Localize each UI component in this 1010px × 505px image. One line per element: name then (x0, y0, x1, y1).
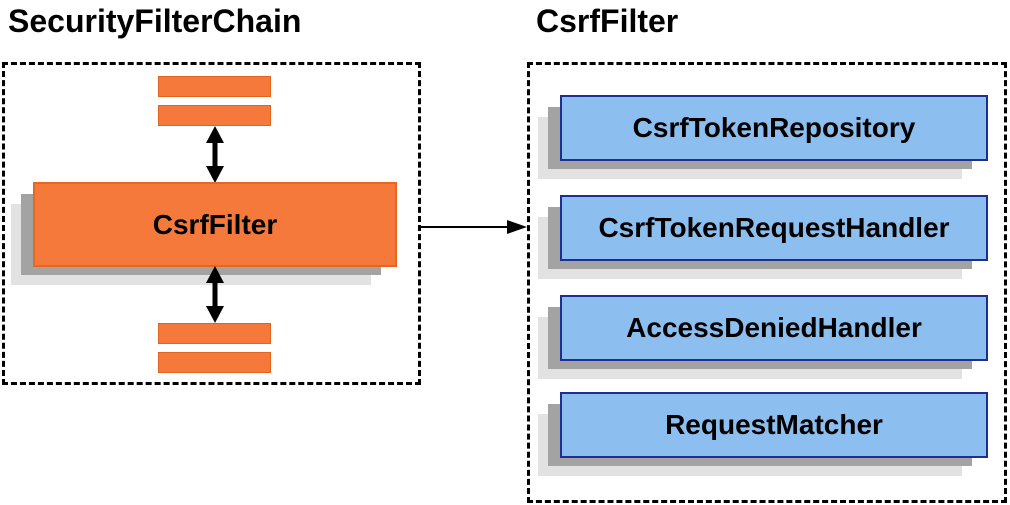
component-box-csrf-token-repository: CsrfTokenRepository (538, 95, 988, 179)
csrf-filter-box: CsrfFilter (11, 182, 397, 285)
security-filter-chain-container (2, 62, 421, 385)
component-label: RequestMatcher (665, 409, 883, 440)
security-filter-chain-title: SecurityFilterChain (8, 3, 302, 39)
component-label: CsrfTokenRequestHandler (598, 212, 950, 243)
csrf-filter-container (527, 62, 1007, 503)
filter-bar (158, 105, 271, 126)
component-label: CsrfTokenRepository (632, 112, 916, 143)
double-arrow-icon (206, 266, 224, 323)
csrf-filter-title: CsrfFilter (536, 3, 679, 39)
component-box-access-denied-handler: AccessDeniedHandler (538, 295, 988, 379)
filter-bar (158, 352, 271, 373)
component-box-csrf-token-request-handler: CsrfTokenRequestHandler (538, 195, 988, 279)
double-arrow-icon (206, 126, 224, 183)
filter-bar (158, 323, 271, 344)
csrf-filter-box-label: CsrfFilter (152, 208, 278, 240)
component-box-request-matcher: RequestMatcher (538, 392, 988, 476)
arrow-right-icon (421, 220, 527, 234)
filter-bar (158, 76, 271, 97)
component-label: AccessDeniedHandler (626, 312, 922, 343)
